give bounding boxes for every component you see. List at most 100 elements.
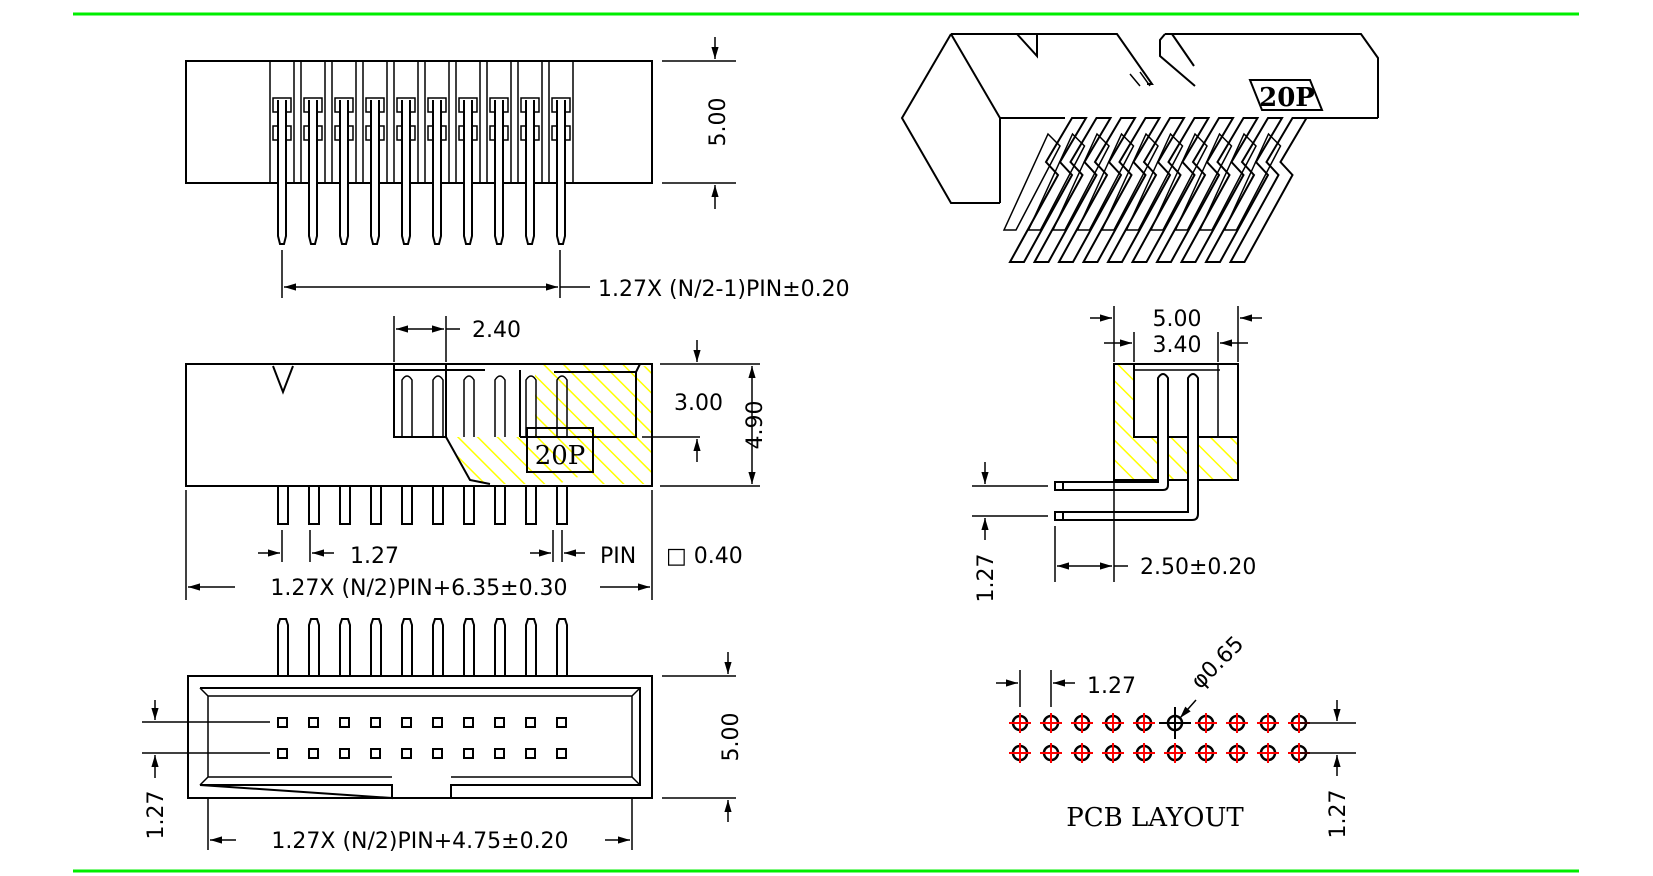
side-view-length-dim: 1.27X (N/2)PIN+6.35±0.30 (270, 576, 567, 601)
isometric-pin-back (1051, 132, 1110, 231)
side-view-pin-size-dim: □ 0.40 (666, 544, 743, 569)
front-view-pins (277, 618, 568, 676)
side-view-pin-leg (494, 485, 506, 525)
top-view-pin (339, 100, 349, 245)
front-view-pin (401, 618, 413, 676)
side-view-pin-upper (494, 375, 506, 437)
top-view-height-dim: 5.00 (706, 98, 731, 147)
pcb-row-pitch-dim: 1.27 (1326, 790, 1351, 839)
isometric-pin-back (1223, 132, 1282, 231)
side-view-pin-leg (401, 485, 413, 525)
end-view: 5.00 3.40 1.27 2.50±0.20 (972, 306, 1262, 602)
isometric-pin-back (1198, 132, 1257, 231)
top-view-pin (370, 100, 380, 245)
side-view-pin-label-text: PIN (600, 544, 636, 569)
pcb-layout: 1.27 φ0.65 1.27 PCB LAYOUT (996, 632, 1356, 839)
side-view-pin-leg (339, 485, 351, 525)
front-view-pin (463, 618, 475, 676)
pcb-layout-title: PCB LAYOUT (1066, 803, 1244, 833)
side-view-pin-label: 20P (535, 441, 586, 471)
front-view-contact (401, 748, 412, 759)
side-view-pins (277, 375, 568, 525)
pcb-hole-dim: φ0.65 (1187, 632, 1250, 695)
front-view-pin (308, 618, 320, 676)
top-view-pin (525, 100, 535, 245)
front-view-contact (308, 748, 319, 759)
front-view-contact (277, 748, 288, 759)
front-view-contact (339, 717, 350, 728)
front-view-contact (556, 748, 567, 759)
side-view-pin-leg (432, 485, 444, 525)
side-view-total-height-dim: 4.90 (743, 401, 768, 450)
side-view-inner-height-dim: 3.00 (674, 391, 723, 416)
side-view-pin-upper (556, 375, 568, 437)
front-view-pin (277, 618, 289, 676)
front-view-pin (494, 618, 506, 676)
front-view-contact (494, 748, 505, 759)
side-view-pin-leg (556, 485, 568, 525)
front-view-contact (432, 748, 443, 759)
top-view-pin (401, 100, 411, 245)
end-view-offset-dim: 2.50±0.20 (1140, 555, 1256, 580)
front-view-contact (277, 717, 288, 728)
side-view-pin-upper (401, 375, 413, 437)
pcb-holes (1009, 707, 1310, 763)
end-view-outer-width-dim: 5.00 (1153, 307, 1202, 332)
front-view-row-pitch-dim: 1.27 (144, 791, 169, 840)
front-view-pin (370, 618, 382, 676)
side-view-pin-leg (370, 485, 382, 525)
top-view-pin (556, 100, 566, 245)
front-view-contact (432, 717, 443, 728)
front-view-contact (339, 748, 350, 759)
top-view-pin (463, 100, 473, 245)
isometric-pin-back (1002, 132, 1061, 231)
front-view-contact (308, 717, 319, 728)
top-view-pin (308, 100, 318, 245)
side-view-pin-leg (277, 485, 289, 525)
front-view-contact (370, 748, 381, 759)
front-view-contact (525, 717, 536, 728)
end-view-inner-width-dim: 3.40 (1153, 333, 1202, 358)
front-view: 1.27 5.00 1.27X (N/2)PIN+4.75±0.20 (142, 618, 744, 854)
front-view-contact (401, 717, 412, 728)
isometric-view: 20P (900, 33, 1379, 263)
isometric-pin-back (1027, 132, 1086, 231)
top-view-pins (269, 60, 574, 245)
top-view-pin (277, 100, 287, 245)
front-view-pin (525, 618, 537, 676)
pcb-pitch-dim: 1.27 (1087, 674, 1136, 699)
side-view: 20P 2.40 3.00 4.90 1.27 PIN □ 0.40 1.27X… (185, 316, 768, 601)
front-view-contact (525, 748, 536, 759)
front-view-contact (494, 717, 505, 728)
top-view: 5.00 1.27X (N/2-1)PIN±0.20 (185, 37, 850, 302)
isometric-pins (1002, 117, 1309, 263)
side-view-pin-upper (432, 375, 444, 437)
isometric-pin-back (1100, 132, 1159, 231)
side-view-pitch-dim: 1.27 (350, 544, 399, 569)
front-view-height-dim: 5.00 (719, 713, 744, 762)
end-view-row-pitch-dim: 1.27 (974, 554, 999, 603)
side-view-pin-leg (525, 485, 537, 525)
isometric-pin-back (1149, 132, 1208, 231)
side-view-pin-upper (463, 375, 475, 437)
side-view-pin-leg (308, 485, 320, 525)
side-view-pin-leg (463, 485, 475, 525)
top-view-pin (432, 100, 442, 245)
side-view-pin-upper (525, 375, 537, 437)
front-view-contact (370, 717, 381, 728)
top-view-pin (494, 100, 504, 245)
isometric-pin-back (1125, 132, 1184, 231)
front-view-contact (556, 717, 567, 728)
side-view-latch-dim: 2.40 (472, 318, 521, 343)
front-view-pin (556, 618, 568, 676)
front-view-contact (463, 717, 474, 728)
isometric-pin-back (1174, 132, 1233, 231)
front-view-pin (432, 618, 444, 676)
isometric-pin-back (1076, 132, 1135, 231)
isometric-pin-label: 20P (1259, 83, 1315, 113)
top-view-span-dim: 1.27X (N/2-1)PIN±0.20 (598, 277, 850, 302)
front-view-contact (463, 748, 474, 759)
front-view-pin (339, 618, 351, 676)
front-view-opening-dim: 1.27X (N/2)PIN+4.75±0.20 (271, 829, 568, 854)
